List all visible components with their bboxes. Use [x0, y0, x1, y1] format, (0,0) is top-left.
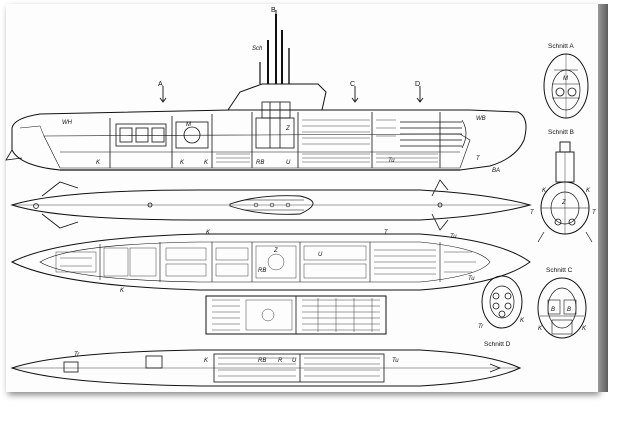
section-d-drawing — [481, 275, 523, 329]
bottom-tr-label: Tr — [74, 352, 80, 358]
side-k2-label: K — [180, 160, 185, 166]
deck-k-label: K — [120, 288, 125, 294]
side-tu-label: Tu — [388, 158, 395, 164]
section-b-k1-label: K — [542, 188, 547, 194]
bottom-view — [10, 349, 522, 387]
side-k1-label: K — [96, 160, 101, 166]
side-k3-label: K — [204, 160, 209, 166]
deck-rb-label: RB — [258, 268, 266, 274]
z-label: Z — [285, 126, 290, 132]
top-k-label: K — [206, 230, 211, 236]
deck-tu-label: Tu — [468, 276, 475, 282]
marker-b-label: B — [271, 7, 276, 14]
deck-u-label: U — [318, 252, 323, 258]
deck-z-label: Z — [273, 248, 278, 254]
ba-label: BA — [492, 168, 500, 174]
section-b-drawing — [537, 141, 593, 243]
marker-a-label: A — [158, 81, 163, 88]
section-c-title: Schnitt C — [546, 267, 573, 274]
deck-plan — [10, 233, 531, 291]
side-u-label: U — [286, 160, 291, 166]
section-b-t1-label: T — [530, 210, 535, 216]
top-tu-label: Tu — [450, 234, 457, 240]
section-c-drawing — [537, 277, 587, 339]
section-c-b2-label: B — [567, 307, 571, 313]
bottom-tu-label: Tu — [392, 358, 399, 364]
section-d-title: Schnitt D — [484, 341, 511, 348]
sch-label: Sch — [252, 46, 263, 52]
section-a-title: Schnitt A — [548, 43, 574, 50]
section-a-drawing — [543, 53, 589, 119]
section-b-k2-label: K — [586, 188, 591, 194]
m-label: M — [186, 122, 191, 128]
section-a-m-label: M — [563, 76, 568, 82]
side-elevation — [5, 14, 527, 171]
side-rb-label: RB — [256, 160, 264, 166]
marker-c-label: C — [350, 81, 355, 88]
section-b-title: Schnitt B — [548, 129, 574, 136]
section-b-z-label: Z — [561, 200, 566, 206]
section-d-k-label: K — [520, 318, 525, 324]
labels: B A C D Sch WH WB M Z K K K RB U T Tu BA… — [62, 7, 597, 364]
lower-deck-detail — [205, 295, 387, 335]
plan-view-hull — [10, 179, 532, 231]
section-c-k1-label: K — [538, 326, 543, 332]
bottom-u-label: U — [292, 358, 297, 364]
section-markers — [159, 10, 424, 103]
wb-label: WB — [476, 116, 486, 122]
section-c-b1-label: B — [551, 307, 555, 313]
section-c-k2-label: K — [582, 326, 587, 332]
wh-label: WH — [62, 120, 73, 126]
bottom-r-label: R — [278, 358, 283, 364]
top-t-label: T — [384, 230, 389, 236]
bottom-rb-label: RB — [258, 358, 266, 364]
marker-d-label: D — [415, 81, 420, 88]
side-t-label: T — [476, 156, 481, 162]
bottom-k-label: K — [204, 358, 209, 364]
section-d-tr-label: Tr — [478, 324, 484, 330]
section-b-t2-label: T — [592, 210, 597, 216]
canvas-edge-wrap — [598, 4, 608, 392]
